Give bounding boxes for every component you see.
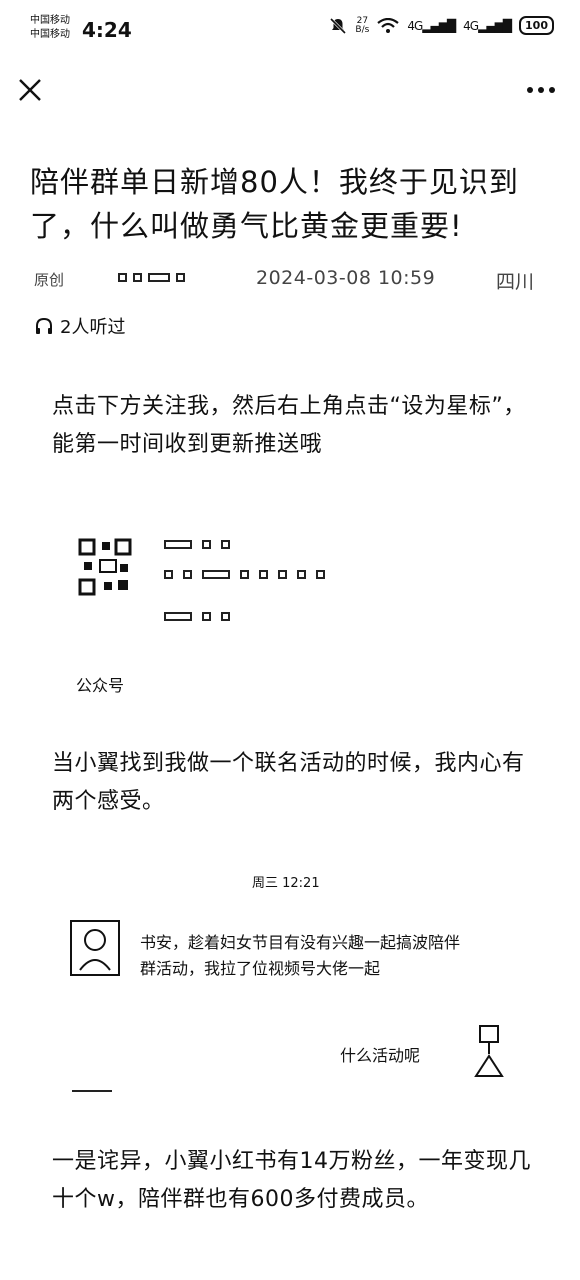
publish-region: 四川: [496, 271, 535, 293]
account-avatar: [78, 538, 132, 596]
author-name-redacted[interactable]: [118, 273, 185, 282]
mute-icon: [330, 17, 347, 34]
carrier-1: 中国移动: [30, 15, 70, 26]
chat-timestamp: 周三 12:21: [252, 876, 320, 891]
carrier-info: 中国移动 中国移动: [30, 14, 70, 42]
paragraph-surprise: 一是诧异，小翼小红书有14万粉丝，一年变现几十个w，陪伴群也有600多付费成员。: [52, 1149, 531, 1212]
chat-message-left: 书安，趁着妇女节目有没有兴趣一起搞波陪伴群活动，我拉了位视频号大佬一起: [140, 933, 461, 978]
article-title: 陪伴群单日新增80人！我终于见识到了，什么叫做勇气比黄金更重要!: [30, 165, 519, 243]
account-name-redacted: [164, 540, 230, 549]
close-icon[interactable]: [16, 76, 44, 104]
battery-indicator: 100: [519, 16, 554, 35]
headphones-icon: [36, 317, 52, 334]
original-label: 原创: [34, 271, 65, 289]
status-icons: 27 B/s 4G▂▄▆█ 4G▂▄▆█ 100: [329, 16, 554, 35]
account-card[interactable]: [76, 530, 536, 640]
signal-1-label: 4G: [407, 18, 423, 33]
account-stats-redacted: [164, 612, 230, 621]
listen-count-text: 2人听过: [60, 317, 126, 338]
chat-avatar-left: [70, 920, 120, 976]
signal-1: 4G▂▄▆█: [407, 18, 456, 33]
more-icon[interactable]: [526, 84, 556, 96]
paragraph-intro: 当小翼找到我做一个联名活动的时候，我内心有两个感受。: [52, 751, 525, 814]
listen-count: 2人听过: [34, 313, 125, 339]
account-desc-redacted: [164, 570, 325, 579]
account-type-label: 公众号: [76, 676, 125, 695]
carrier-2: 中国移动: [30, 29, 70, 40]
chat-avatar-right: [474, 1025, 504, 1077]
chat-divider: [72, 1090, 112, 1092]
paragraph-follow-hint: 点击下方关注我，然后右上角点击“设为星标”，能第一时间收到更新推送哦: [52, 394, 526, 457]
wifi-icon: [377, 17, 399, 33]
article-meta: 原创 2024-03-08 10:59 四川: [34, 267, 554, 293]
net-speed-unit: B/s: [355, 24, 370, 35]
status-time: 4:24: [82, 18, 132, 42]
signal-2: 4G▂▄▆█: [463, 18, 512, 33]
net-speed-value: 27: [356, 15, 369, 26]
status-bar: 中国移动 中国移动 4:24 27 B/s 4G▂▄▆█ 4G▂▄▆█ 100: [0, 0, 580, 60]
publish-date: 2024-03-08 10:59: [256, 267, 436, 289]
net-speed: 27 B/s: [355, 15, 370, 35]
signal-2-label: 4G: [463, 18, 479, 33]
chat-message-right: 什么活动呢: [340, 1046, 421, 1065]
